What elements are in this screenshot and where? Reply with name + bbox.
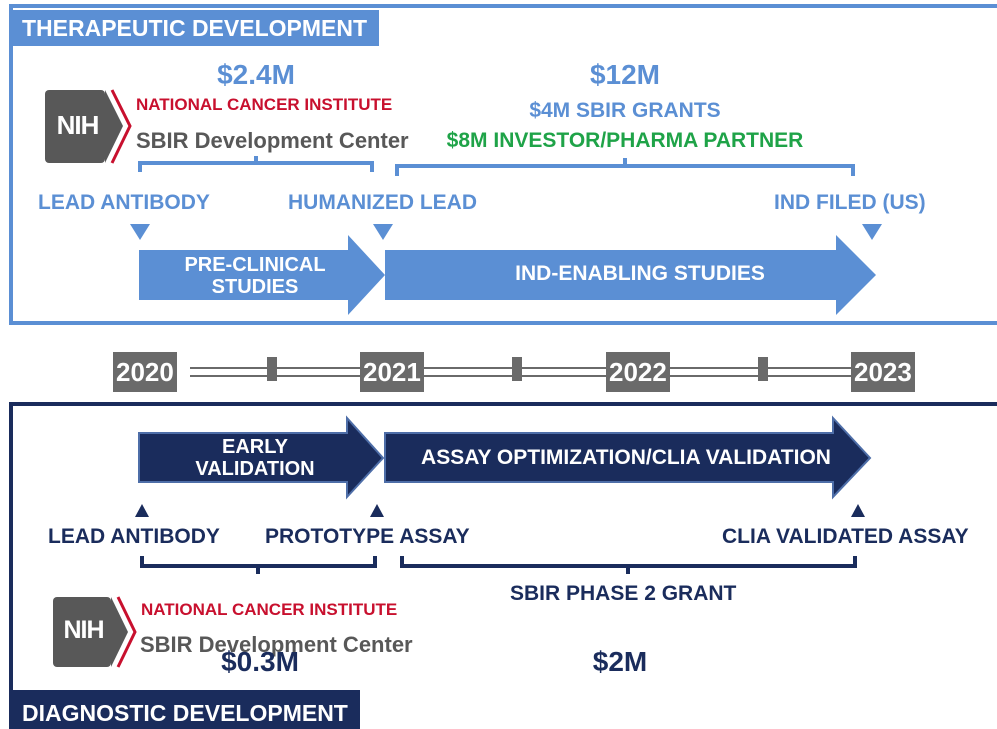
nih-center-therapeutic: SBIR Development Center: [136, 128, 409, 153]
therapeutic-frame: [9, 4, 997, 325]
milestone-arrow-clia-validated: [851, 504, 865, 517]
milestone-lead-antibody: LEAD ANTIBODY: [38, 191, 210, 214]
ind-enabling-arrow: [385, 235, 876, 315]
diagnostic-frame: [9, 402, 997, 729]
timeline-tick: [512, 357, 522, 381]
nih-org-therapeutic: NATIONAL CANCER INSTITUTE: [136, 95, 393, 114]
milestone-prototype-assay: PROTOTYPE ASSAY: [265, 525, 470, 548]
milestone-lead-antibody-dx: LEAD ANTIBODY: [48, 525, 220, 548]
ind-enabling-label: IND-ENABLING STUDIES: [515, 262, 765, 285]
funding-therapeutic-1: $2.4M: [217, 59, 295, 90]
nih-mark-therapeutic: NIH: [56, 110, 100, 140]
milestone-arrow-lead-antibody-dx: [135, 504, 149, 517]
nih-logo-therapeutic: [45, 89, 132, 164]
early-validation-label-line1: EARLY: [222, 436, 288, 458]
bracket-diagnostic-1: [140, 556, 377, 574]
milestone-clia-validated: CLIA VALIDATED ASSAY: [722, 525, 969, 548]
milestone-ind-filed: IND FILED (US): [774, 191, 926, 214]
milestone-arrow-prototype-assay: [370, 504, 384, 517]
investor-partner-label: $8M INVESTOR/PHARMA PARTNER: [446, 129, 804, 152]
preclinical-arrow: [139, 235, 385, 315]
milestone-arrow-lead-antibody: [130, 224, 150, 240]
year-2022: 2022: [606, 352, 670, 392]
timeline-tick: [758, 357, 768, 381]
year-2021: 2021: [360, 352, 424, 392]
assay-optimization-arrow: [384, 415, 872, 500]
diagnostic-title: DIAGNOSTIC DEVELOPMENT: [10, 690, 360, 729]
funding-therapeutic-2: $12M: [589, 59, 661, 90]
nih-logo-diagnostic: [53, 596, 137, 668]
early-validation-label: EARLY VALIDATION: [160, 436, 350, 480]
assay-optimization-label: ASSAY OPTIMIZATION/CLIA VALIDATION: [421, 446, 831, 469]
funding-diagnostic-1: $0.3M: [221, 646, 299, 677]
early-validation-arrow: [138, 415, 385, 500]
nih-center-diagnostic: SBIR Development Center: [140, 632, 413, 657]
nih-org-diagnostic: NATIONAL CANCER INSTITUTE: [141, 600, 398, 619]
therapeutic-title: THERAPEUTIC DEVELOPMENT: [10, 10, 380, 46]
early-validation-label-line2: VALIDATION: [195, 458, 315, 480]
bracket-therapeutic-1: [138, 156, 374, 172]
milestone-humanized-lead: HUMANIZED LEAD: [288, 191, 477, 214]
bracket-diagnostic-2: [400, 556, 857, 574]
timeline-tick: [267, 357, 277, 381]
sbir-phase2-label: SBIR PHASE 2 GRANT: [510, 582, 737, 605]
year-2023: 2023: [851, 352, 915, 392]
funding-diagnostic-2: $2M: [592, 646, 648, 677]
milestone-arrow-humanized-lead: [373, 224, 393, 240]
sbir-grants-label: $4M SBIR GRANTS: [529, 99, 721, 122]
preclinical-label-line1: PRE-CLINICAL: [184, 254, 326, 276]
preclinical-label: PRE-CLINICAL STUDIES: [160, 254, 350, 298]
preclinical-label-line2: STUDIES: [211, 276, 299, 298]
bracket-therapeutic-2: [395, 158, 855, 176]
nih-mark-diagnostic: NIH: [63, 616, 104, 644]
year-2020: 2020: [113, 352, 177, 392]
milestone-arrow-ind-filed: [862, 224, 882, 240]
